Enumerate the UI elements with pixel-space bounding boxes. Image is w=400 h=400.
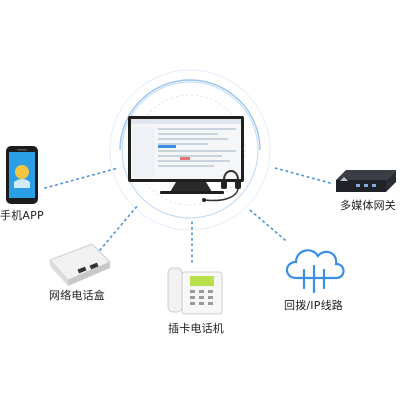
signal-rings xyxy=(109,69,271,231)
cloud-icon xyxy=(285,249,345,294)
line-to-network-box xyxy=(99,204,139,251)
label-sim-desk-phone: 插卡电话机 xyxy=(168,322,224,335)
network-box-icon xyxy=(49,243,111,286)
gateway-icon xyxy=(336,170,396,192)
line-to-cloud xyxy=(249,209,286,241)
line-to-mobile xyxy=(44,167,119,189)
desk-phone-icon xyxy=(167,267,223,315)
monitor-with-headset-icon xyxy=(128,116,244,202)
connection-lines xyxy=(44,167,331,263)
line-to-gateway xyxy=(274,167,331,184)
label-mobile-app: 手机APP xyxy=(0,209,44,222)
smartphone-icon xyxy=(6,146,38,204)
label-media-gateway: 多媒体网关 xyxy=(340,199,396,212)
label-network-phone-box: 网络电话盒 xyxy=(49,289,105,302)
label-callback-ip-line: 回拨/IP线路 xyxy=(284,299,343,312)
